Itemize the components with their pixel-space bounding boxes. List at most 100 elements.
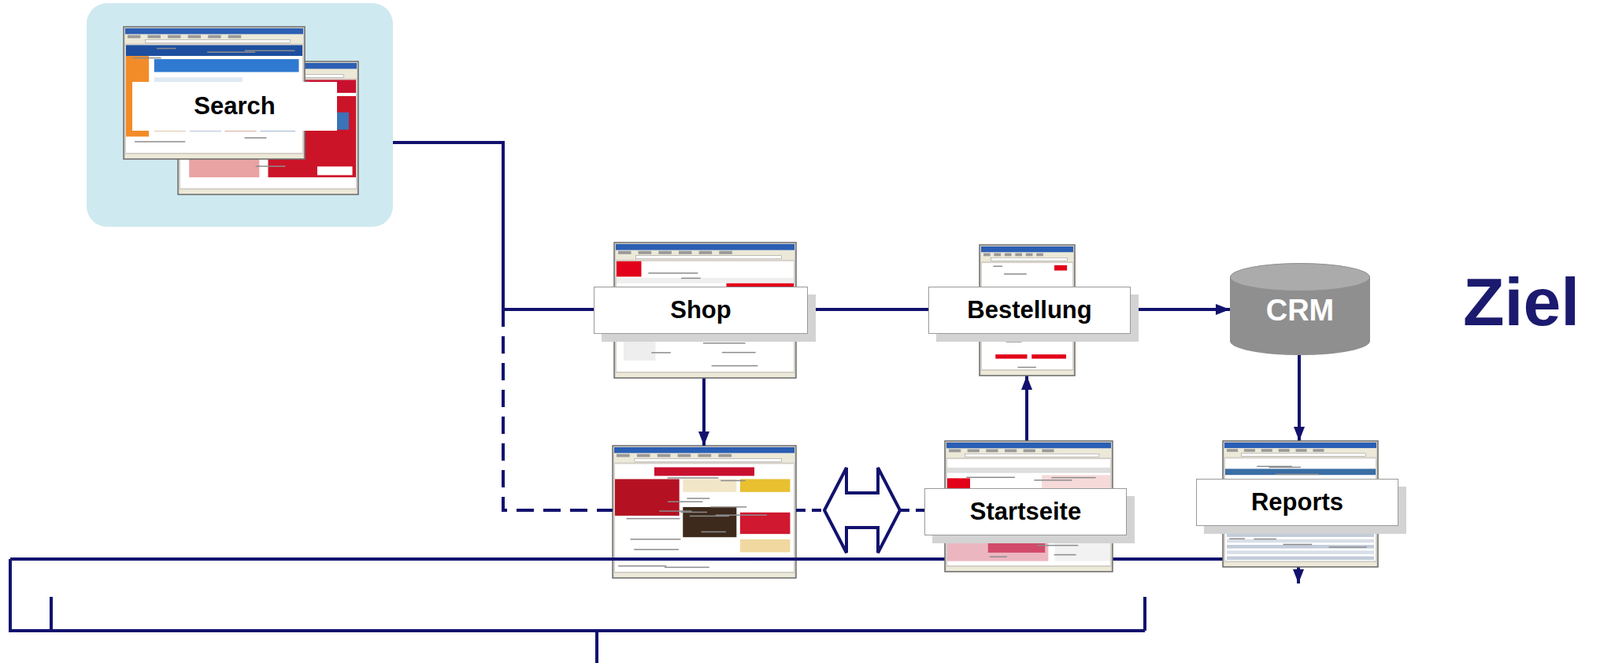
page-card: Shop <box>593 242 808 378</box>
screenshot-part <box>1275 474 1319 476</box>
screenshot-part <box>1226 550 1375 555</box>
screenshot-part <box>946 566 1112 571</box>
screenshot-part <box>1036 252 1044 256</box>
screenshot-part <box>636 255 782 260</box>
screenshot-part <box>207 35 221 39</box>
screenshot-part <box>1031 354 1067 359</box>
screenshot-part <box>700 531 726 534</box>
screenshot-part <box>1033 479 1072 482</box>
node-label: Search <box>193 92 275 120</box>
screenshot-part <box>637 454 651 458</box>
double-arrow <box>824 467 900 553</box>
screenshot-part <box>1224 562 1377 567</box>
screenshot-part <box>711 365 759 367</box>
screenshot-part <box>1226 555 1375 560</box>
screenshot-part <box>1014 252 1023 256</box>
screenshot-part <box>1054 265 1067 271</box>
screenshot-part <box>207 51 256 54</box>
dashed-line <box>503 309 613 511</box>
page-card: Reports <box>1196 440 1399 567</box>
screenshot-part <box>154 59 300 72</box>
flow-arrow <box>1130 307 1230 312</box>
screenshot-part <box>664 566 710 569</box>
flow-arrow <box>807 307 929 312</box>
page-card: Startseite <box>924 440 1127 572</box>
screenshot-part <box>1268 466 1300 469</box>
screenshot-part <box>703 342 746 345</box>
screenshot-part <box>618 565 667 567</box>
screenshot-part <box>1253 538 1277 541</box>
screenshot-part <box>1229 537 1245 540</box>
screenshot-part <box>648 272 698 275</box>
screenshot-part <box>614 573 795 578</box>
screenshot-part <box>677 454 692 458</box>
screenshot-part <box>993 252 1001 256</box>
screenshot-part <box>616 454 630 458</box>
flow-arrow <box>392 142 594 310</box>
screenshot-part <box>244 137 267 139</box>
screenshot-part <box>255 165 286 167</box>
goal-label: Ziel <box>1462 267 1580 336</box>
screenshot-part <box>947 467 1111 474</box>
screenshot-part <box>680 511 708 514</box>
screenshot-part <box>228 35 241 39</box>
label-box: Bestellung <box>928 286 1131 334</box>
screenshot-part <box>1226 544 1375 549</box>
connector-layer <box>392 142 1300 441</box>
screenshot-part <box>1278 448 1290 452</box>
bracket-line <box>10 559 1145 663</box>
screenshot-part <box>689 515 730 518</box>
screenshot-part <box>681 277 701 280</box>
screenshot-part <box>244 50 296 52</box>
screenshot-part <box>167 35 181 39</box>
screenshot-part <box>623 338 656 361</box>
flow-arrow <box>1025 375 1029 441</box>
screenshot-part <box>1312 448 1324 452</box>
screenshot-part <box>125 154 304 159</box>
screenshot-part <box>967 448 980 452</box>
screenshot-part <box>638 251 652 255</box>
screenshot-part <box>981 370 1074 375</box>
screenshot-part <box>179 189 357 194</box>
screenshot-part <box>946 442 1112 449</box>
screenshot-part <box>651 351 671 354</box>
screenshot-part <box>740 478 791 492</box>
screenshot-part <box>985 448 998 452</box>
screenshot-part <box>1261 448 1273 452</box>
screenshot-part <box>718 454 732 458</box>
screenshot-part <box>1004 252 1012 256</box>
screenshot-part <box>1003 273 1027 275</box>
screenshot-part <box>156 48 176 50</box>
screenshot-part <box>614 453 795 463</box>
screenshot-part <box>626 518 681 520</box>
screenshot-part <box>722 351 756 354</box>
screenshot-part <box>633 548 679 551</box>
flow-line <box>702 377 706 446</box>
screenshot-part <box>710 506 747 508</box>
screenshot-part <box>1041 448 1054 452</box>
cylinder-top <box>1230 263 1371 292</box>
label-box: Shop <box>593 286 808 334</box>
screenshot-part <box>1226 533 1375 538</box>
screenshot-part <box>127 35 141 39</box>
screenshot-part <box>1017 366 1036 369</box>
page-card: Bestellung <box>928 244 1131 376</box>
screenshot-part <box>992 265 1003 267</box>
screenshot-part <box>948 448 961 452</box>
cylinder-label: CRM <box>1229 278 1371 343</box>
screenshot-part <box>740 539 791 552</box>
screenshot-part <box>989 555 1008 558</box>
node-label: Shop <box>670 296 732 324</box>
screenshot-part <box>614 478 680 515</box>
screenshot-part <box>616 261 642 278</box>
screenshot-part <box>614 463 794 572</box>
screenshot-part <box>1329 546 1367 549</box>
screenshot-part <box>1224 448 1377 457</box>
screenshot-part <box>1282 544 1312 546</box>
screenshot-part <box>615 250 795 260</box>
screenshot-part <box>145 39 291 43</box>
screenshot-part <box>148 35 161 39</box>
screenshot-part <box>634 458 782 462</box>
screenshot-part <box>1051 477 1096 479</box>
screenshot-part <box>654 466 755 476</box>
